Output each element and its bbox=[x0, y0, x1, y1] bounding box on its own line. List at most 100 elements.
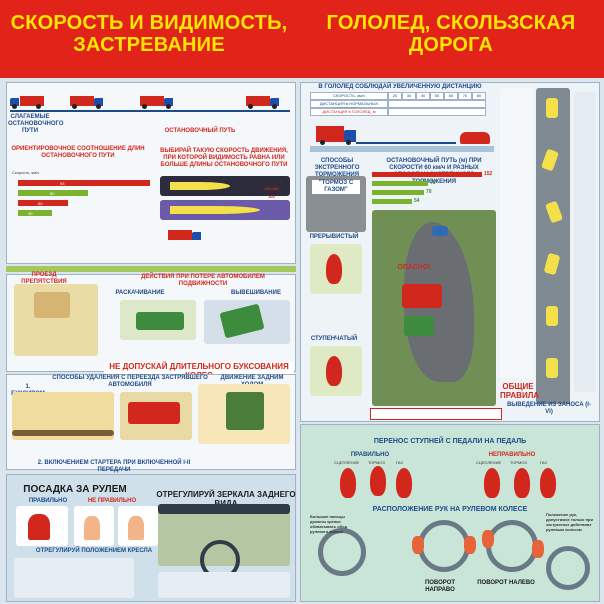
steering-wheel-icon bbox=[318, 528, 366, 576]
stop-bar bbox=[372, 172, 482, 177]
divider-strip bbox=[6, 266, 296, 272]
hang-label: ВЫВЕШИВАНИЕ bbox=[231, 290, 281, 296]
steering-wheel-icon bbox=[486, 520, 538, 572]
hand-icon bbox=[482, 530, 494, 548]
hand-icon bbox=[464, 536, 476, 554]
pedal-label: ТОРМОЗ bbox=[510, 460, 527, 465]
distance-title: В ГОЛОЛЕД СОБЛЮДАЙ УВЕЛИЧЕННУЮ ДИСТАНЦИЮ bbox=[318, 84, 482, 90]
pulse-brake-label: ПРЕРЫВИСТЫЙ bbox=[309, 234, 359, 240]
table-speed: 30 bbox=[402, 92, 416, 100]
table-speed: 60 bbox=[444, 92, 458, 100]
mirror-note bbox=[158, 572, 290, 598]
hand-icon bbox=[412, 536, 424, 554]
truck-rear bbox=[226, 392, 264, 430]
turn-right-label: ПОВОРОТ НАПРАВО bbox=[424, 580, 456, 593]
left-stopping-panel bbox=[6, 82, 296, 264]
stop-value: 54 bbox=[414, 198, 420, 204]
foot-icon bbox=[340, 468, 356, 498]
hand-icon bbox=[532, 540, 544, 558]
stop-value: 70 bbox=[426, 189, 432, 195]
swing-label: РАСКАЧИВАНИЕ bbox=[115, 290, 165, 296]
speed-axis-label: Скорость, км/ч bbox=[12, 170, 40, 175]
ratio-bar bbox=[18, 200, 68, 206]
range-value: 130-180 bbox=[264, 186, 279, 191]
car-icon bbox=[460, 132, 490, 144]
seat-right-label: ПРАВИЛЬНО bbox=[28, 498, 68, 504]
bar-value: 60 bbox=[38, 201, 43, 206]
hands-position-note: Положение рук, допустимое только при экс… bbox=[546, 512, 593, 532]
bar-value: 40 bbox=[28, 211, 33, 216]
table-speed: 20 bbox=[388, 92, 402, 100]
stop-value: 78 bbox=[430, 180, 436, 186]
foot-icon bbox=[540, 468, 556, 498]
rail-method-2: 2. ВКЛЮЧЕНИЕМ СТАРТЕРА ПРИ ВКЛЮЧЕННОЙ I-… bbox=[37, 460, 191, 473]
truck-icon bbox=[168, 230, 202, 240]
distance-arrow bbox=[356, 142, 456, 144]
stop-value: 152 bbox=[484, 171, 493, 177]
table-speed: 80 bbox=[472, 92, 486, 100]
table-header: СКОРОСТЬ, км/ч bbox=[310, 92, 388, 100]
table-speed: 70 bbox=[458, 92, 472, 100]
pedal-right-label: ПРАВИЛЬНО bbox=[350, 452, 390, 458]
headlight-beam bbox=[170, 206, 260, 214]
stopping-path-label: СЛАГАЕМЫЕ ОСТАНОВОЧНОГО ПУТИ bbox=[8, 114, 64, 134]
truck-body bbox=[128, 402, 180, 424]
steering-wheel-icon bbox=[418, 520, 470, 572]
table-row-label: ДИСТАНЦИЯ в НОРМАЛЬНЫХ УСЛОВИЯХ, м bbox=[310, 100, 388, 111]
danger-label: ОПАСНО! bbox=[397, 264, 431, 271]
driver-figure bbox=[128, 516, 144, 540]
pedal-label: ГАЗ bbox=[396, 460, 403, 465]
foot-icon bbox=[370, 466, 386, 496]
general-rules-label: ОБЩИЕ ПРАВИЛА bbox=[500, 382, 540, 400]
hands-title: РАСПОЛОЖЕНИЕ РУК НА РУЛЕВОМ КОЛЕСЕ bbox=[372, 506, 528, 513]
truck-icon bbox=[402, 284, 442, 308]
left-title: СКОРОСТЬ И ВИДИМОСТЬ, ЗАСТРЕВАНИЕ bbox=[10, 12, 288, 56]
stop-bar bbox=[372, 199, 412, 204]
foot-icon bbox=[514, 468, 530, 498]
headlight-beam bbox=[170, 182, 230, 190]
ratio-title: ОРИЕНТИРОВОЧНОЕ СООТНОШЕНИЕ ДЛИН ОСТАНОВ… bbox=[11, 146, 145, 159]
truck-cab-icon bbox=[136, 312, 184, 330]
ratio-bar bbox=[18, 210, 52, 216]
pedal-label: ГАЗ bbox=[540, 460, 547, 465]
range-value: 100 bbox=[268, 194, 275, 199]
table-speed: 50 bbox=[430, 92, 444, 100]
wheel-icons bbox=[574, 92, 596, 392]
foot-icon bbox=[484, 468, 500, 498]
car-icon bbox=[546, 98, 558, 118]
right-title: ГОЛОЛЕД, СКОЛЬЗСКАЯ ДОРОГА bbox=[326, 12, 576, 56]
truck-icon bbox=[140, 96, 174, 109]
driver-figure bbox=[28, 514, 50, 540]
hands-note: Большие пальцы должны крепко обхватывать… bbox=[310, 514, 348, 534]
top-banner bbox=[0, 0, 604, 78]
pedal-label: СЦЕПЛЕНИЕ bbox=[334, 460, 360, 465]
pedal-label: СЦЕПЛЕНИЕ bbox=[476, 460, 502, 465]
foot-icon bbox=[326, 356, 342, 386]
steering-wheel-icon bbox=[546, 546, 590, 590]
truck-icon bbox=[404, 316, 434, 336]
driver-figure bbox=[84, 516, 100, 540]
truck-icon bbox=[70, 96, 104, 109]
stop-bar bbox=[372, 181, 428, 186]
seat-wrong-label: НЕ ПРАВИЛЬНО bbox=[87, 498, 137, 504]
brake-methods-title: СПОСОБЫ ЭКСТРЕННОГО ТОРМОЖЕНИЯ bbox=[314, 158, 360, 178]
table-row-values bbox=[388, 108, 486, 116]
rail-tracks bbox=[12, 430, 114, 436]
table-speed: 40 bbox=[416, 92, 430, 100]
pedal-label: ТОРМОЗ bbox=[368, 460, 385, 465]
stopping-total-label: ОСТАНОВОЧНЫЙ ПУТЬ bbox=[164, 128, 236, 134]
pedal-wrong-label: НЕПРАВИЛЬНО bbox=[488, 452, 536, 458]
rail-title: СПОСОБЫ УДАЛЕНИЯ С ПЕРЕЕЗДА ЗАСТРЯВШЕГО … bbox=[52, 375, 208, 388]
seat-adjust-label: ОТРЕГУЛИРУЙ ПОЛОЖЕНИЕМ КРЕСЛА bbox=[35, 548, 153, 554]
ratio-bar bbox=[18, 190, 88, 196]
seat-title: ПОСАДКА ЗА РУЛЕМ bbox=[23, 484, 127, 495]
foot-icon bbox=[396, 468, 412, 498]
windshield-frame bbox=[158, 504, 290, 514]
skid-text bbox=[500, 88, 534, 378]
car-icon bbox=[546, 306, 558, 326]
pedal-title: ПЕРЕНОС СТУПНЕЙ С ПЕДАЛИ НА ПЕДАЛЬ bbox=[373, 438, 527, 445]
car-icon bbox=[432, 226, 448, 236]
truck-icon bbox=[246, 96, 280, 109]
cargo-box bbox=[34, 292, 70, 318]
